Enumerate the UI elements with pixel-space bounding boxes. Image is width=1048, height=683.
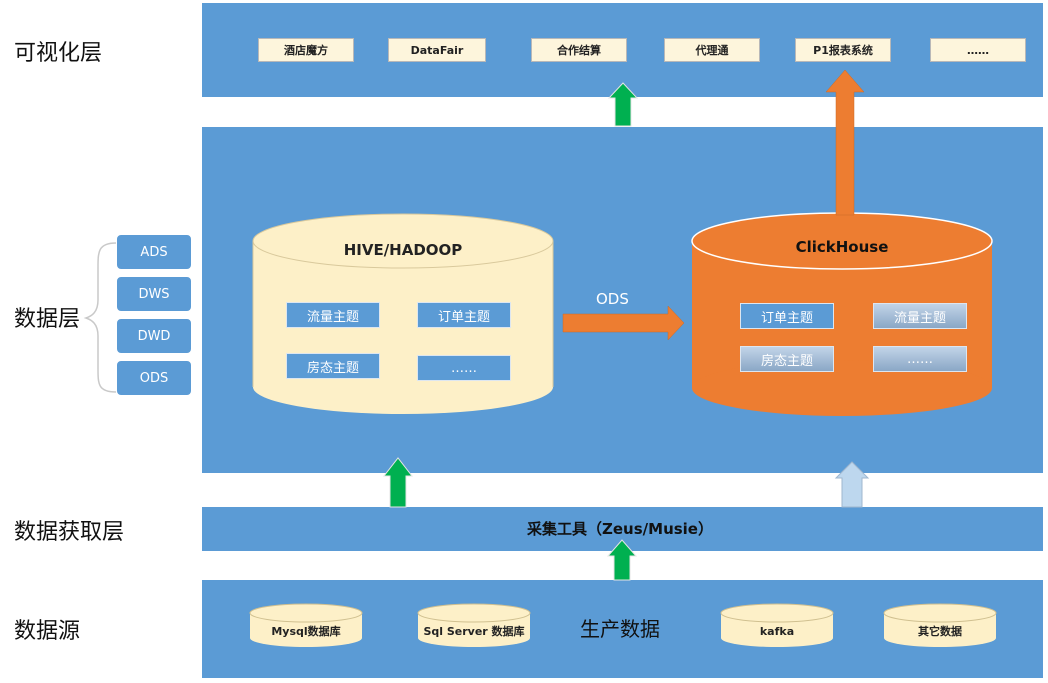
ods-arrow bbox=[562, 305, 685, 341]
visual-item-hotel-cube: 酒店魔方 bbox=[258, 38, 354, 62]
side-item-ods: ODS bbox=[116, 360, 192, 396]
source-cylinder-kafka bbox=[720, 603, 834, 647]
hive-title: HIVE/HADOOP bbox=[343, 241, 463, 259]
source-center-label: 生产数据 bbox=[580, 616, 660, 641]
hive-topic-traffic: 流量主题 bbox=[286, 302, 380, 328]
ods-label: ODS bbox=[596, 290, 629, 308]
source-kafka-label: kafka bbox=[759, 624, 795, 638]
side-item-dwd: DWD bbox=[116, 318, 192, 354]
source-cylinder-sqlserver bbox=[417, 603, 531, 647]
clickhouse-topic-traffic: 流量主题 bbox=[873, 303, 967, 329]
green-arrow-to-visual bbox=[607, 82, 639, 127]
layer-label-data: 数据层 bbox=[14, 307, 81, 332]
hive-topic-more: …… bbox=[417, 355, 511, 381]
source-mysql-label: Mysql数据库 bbox=[271, 625, 341, 638]
source-other-label: 其它数据 bbox=[918, 625, 962, 638]
light-arrow-to-clickhouse bbox=[834, 461, 870, 508]
clickhouse-topic-more: …… bbox=[873, 346, 967, 372]
clickhouse-topic-roomstate: 房态主题 bbox=[740, 346, 834, 372]
acquire-tool-label: 采集工具（Zeus/Musie） bbox=[527, 519, 713, 538]
green-arrow-to-acquire bbox=[606, 539, 638, 581]
side-item-dws: DWS bbox=[116, 276, 192, 312]
visual-item-more: …… bbox=[930, 38, 1026, 62]
visual-item-datafair: DataFair bbox=[388, 38, 486, 62]
clickhouse-topic-order: 订单主题 bbox=[740, 303, 834, 329]
hive-topic-order: 订单主题 bbox=[417, 302, 511, 328]
side-brace bbox=[83, 242, 117, 393]
clickhouse-to-p1-arrow bbox=[825, 69, 865, 216]
visual-item-p1-report: P1报表系统 bbox=[795, 38, 891, 62]
visual-item-agent: 代理通 bbox=[664, 38, 760, 62]
source-cylinder-other bbox=[883, 603, 997, 647]
hive-topic-roomstate: 房态主题 bbox=[286, 353, 380, 379]
visual-item-settlement: 合作结算 bbox=[531, 38, 627, 62]
clickhouse-title: ClickHouse bbox=[795, 238, 889, 256]
source-sqlserver-label: Sql Server 数据库 bbox=[423, 625, 525, 638]
side-item-ads: ADS bbox=[116, 234, 192, 270]
layer-label-source: 数据源 bbox=[14, 619, 81, 644]
source-cylinder-mysql bbox=[249, 603, 363, 647]
layer-label-acquire: 数据获取层 bbox=[14, 520, 125, 545]
green-arrow-to-hive bbox=[382, 457, 414, 508]
layer-label-visual: 可视化层 bbox=[14, 41, 103, 66]
